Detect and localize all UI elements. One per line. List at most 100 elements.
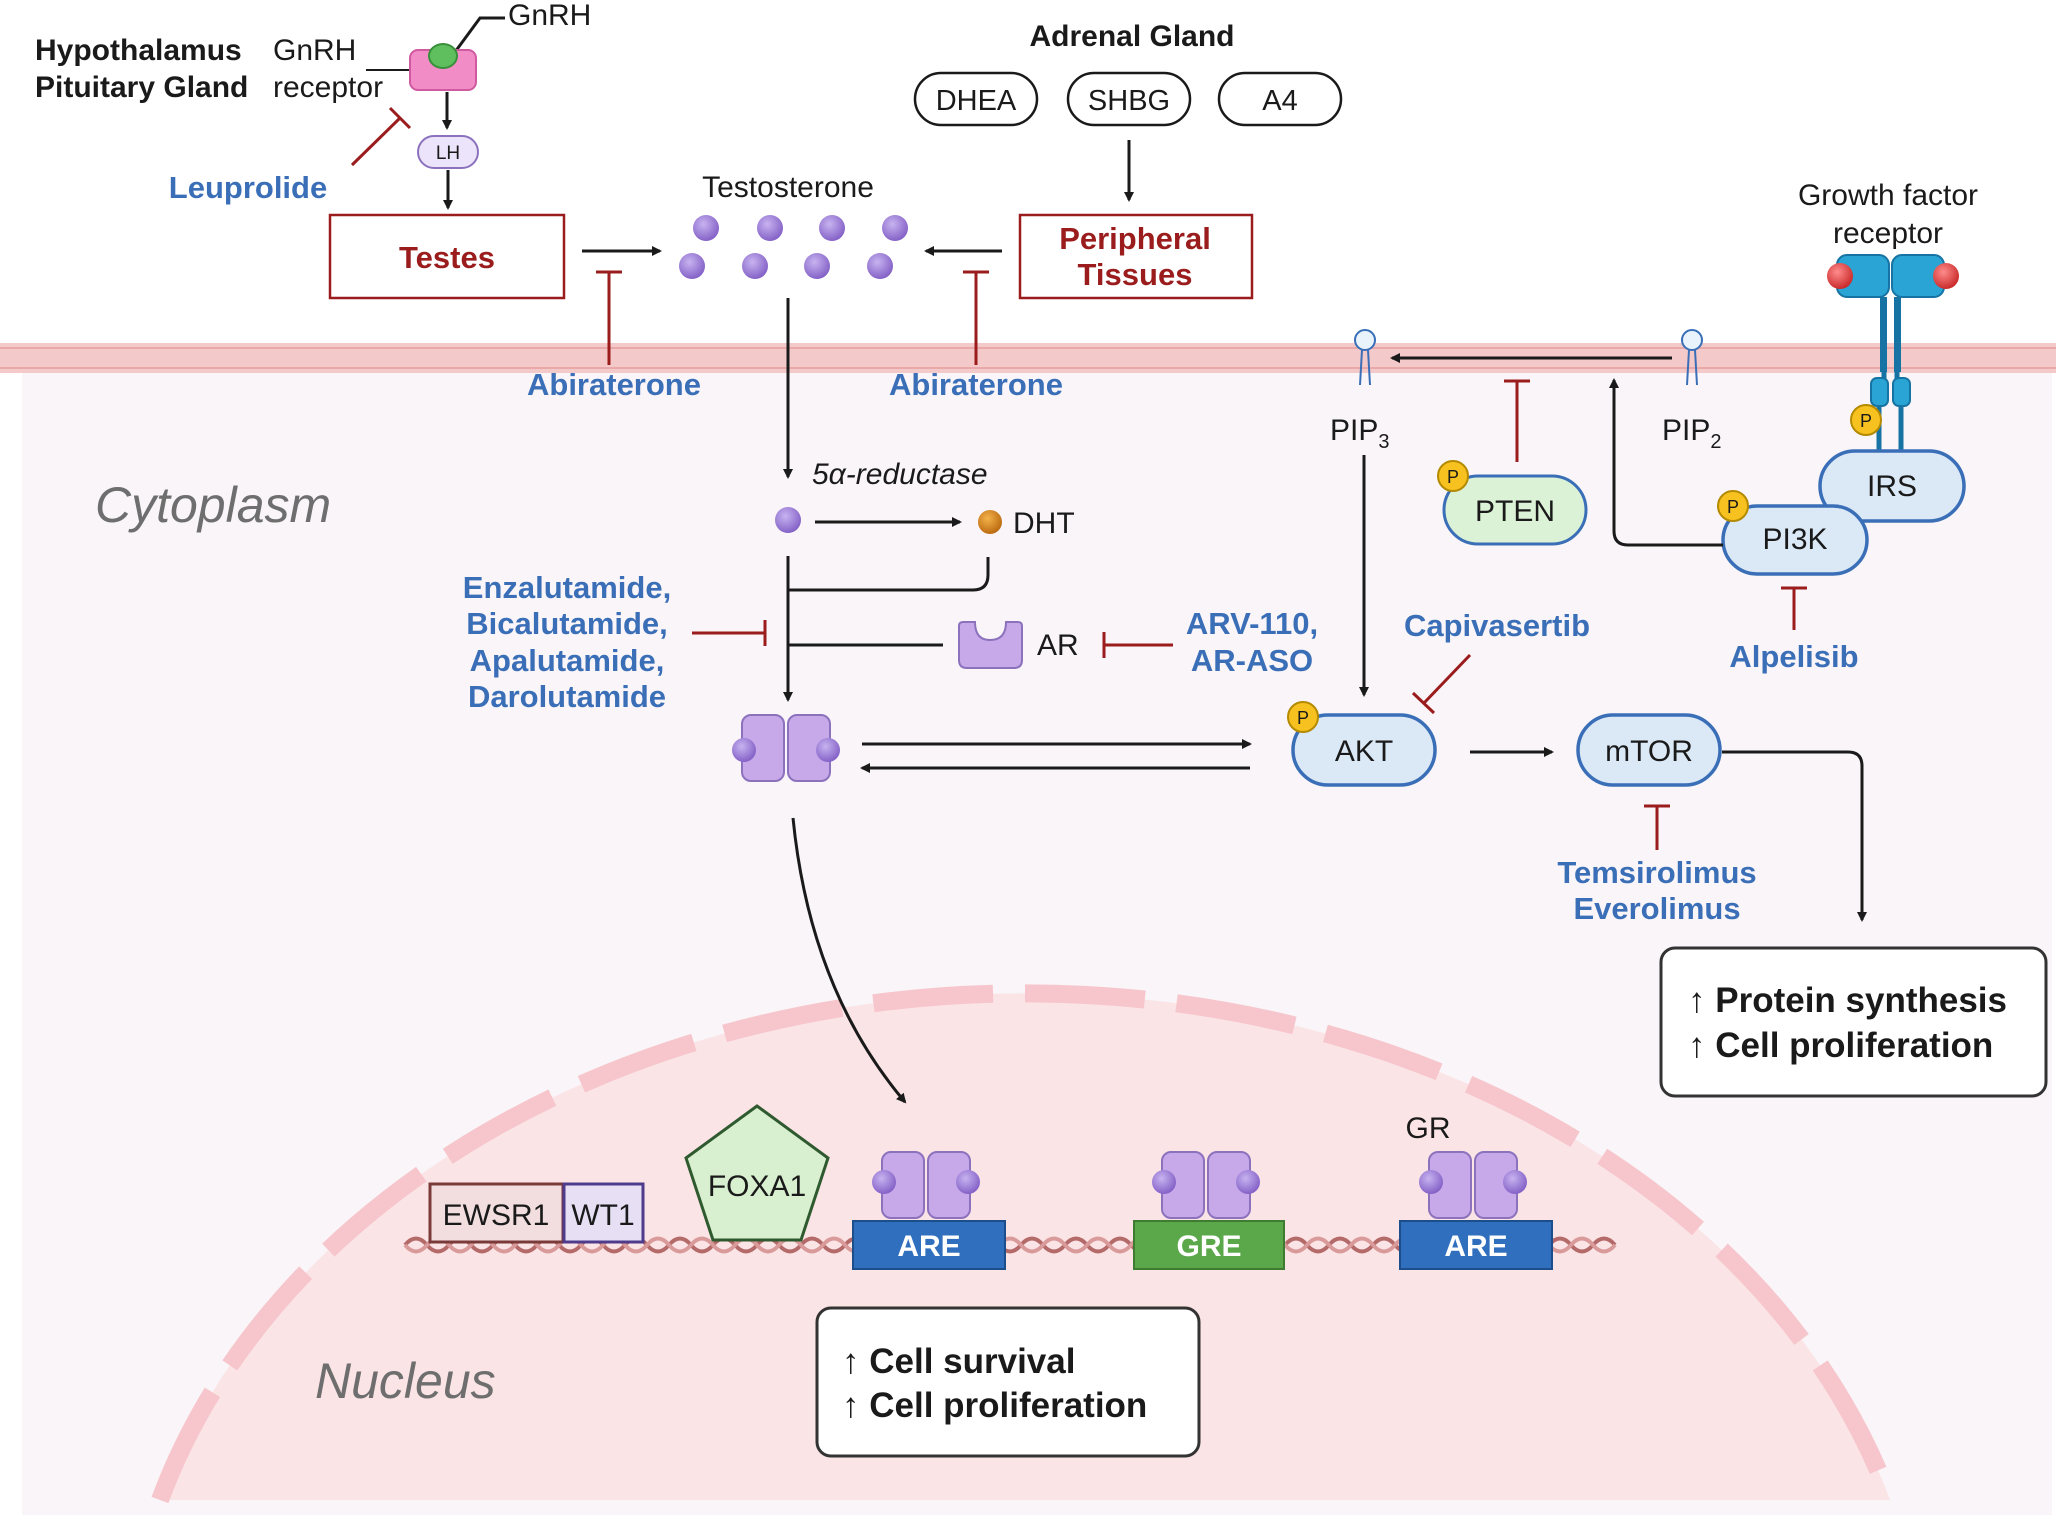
nucleus-label: Nucleus — [315, 1353, 496, 1409]
ar-dimer-cytoplasm — [732, 714, 840, 782]
are-label-2: ARE — [1444, 1230, 1507, 1263]
akt-label: AKT — [1335, 735, 1393, 768]
ar-aso-label: AR-ASO — [1191, 643, 1313, 678]
gnrh-pointer-line — [453, 16, 505, 53]
pi3k-node — [1721, 504, 1869, 576]
ewsr1-label: EWSR1 — [443, 1199, 550, 1232]
gnrh-receptor-label-line2: receptor — [273, 71, 383, 104]
gre-label: GRE — [1176, 1230, 1241, 1263]
protein-synthesis-label: ↑ Protein synthesis — [1688, 981, 2007, 1020]
cytoplasm-label: Cytoplasm — [95, 477, 331, 533]
mtor-node — [1576, 713, 1722, 787]
irs-label: IRS — [1867, 470, 1917, 503]
pip3-lipid-icon — [1354, 329, 1376, 386]
mtor-inhibition — [1644, 804, 1670, 850]
akt-phospho-label: P — [1297, 708, 1309, 728]
foxa1-node — [684, 1104, 830, 1242]
cell-survival-label: ↑ Cell survival — [842, 1342, 1075, 1381]
dht-label: DHT — [1013, 507, 1075, 540]
abiraterone-right-inhibition — [963, 270, 989, 365]
alpelisib-label: Alpelisib — [1729, 639, 1858, 674]
lh-label: LH — [436, 143, 460, 164]
capivasertib-inhibition — [1411, 653, 1472, 715]
mtor-label: mTOR — [1605, 735, 1693, 768]
5a-reductase-label: 5α-reductase — [812, 458, 988, 491]
testosterone-molecules — [679, 215, 908, 279]
antiandrogen-inhibition — [692, 620, 767, 646]
ar-label: AR — [1037, 629, 1079, 662]
a4-node — [1217, 71, 1343, 127]
peripheral-tissues-box — [1018, 213, 1254, 300]
antiandrogen-label-2: Bicalutamide, — [466, 606, 668, 641]
dht-molecule-icon — [978, 510, 1002, 534]
gr-dimer-gre — [1152, 1151, 1260, 1219]
pi3k-phospho-icon — [1717, 490, 1749, 522]
pip2-lipid-icon — [1681, 329, 1703, 386]
pten-label: PTEN — [1475, 495, 1555, 528]
leuprolide-inhibition — [350, 106, 412, 167]
akt-phospho-icon — [1287, 701, 1319, 733]
peripheral-label-line1: Peripheral — [1059, 221, 1211, 256]
nuclear-envelope — [151, 984, 1899, 1504]
dhea-label: DHEA — [936, 85, 1017, 117]
dhea-node — [913, 71, 1039, 127]
testes-label: Testes — [399, 240, 495, 275]
antiandrogen-label-4: Darolutamide — [468, 679, 666, 714]
pten-inhibition — [1504, 379, 1530, 462]
are-element-1 — [852, 1220, 1006, 1270]
nucleus-proliferation-label: ↑ Cell proliferation — [842, 1386, 1147, 1425]
are-label-1: ARE — [897, 1230, 960, 1263]
abiraterone-right-label: Abiraterone — [889, 367, 1063, 402]
leuprolide-label: Leuprolide — [169, 170, 327, 205]
testosterone-label: Testosterone — [702, 171, 874, 204]
akt-node — [1291, 713, 1437, 787]
ewsr1-node — [428, 1182, 565, 1244]
ar-receptor-icon — [958, 621, 1023, 669]
gnrh-ligand-label: GnRH — [508, 0, 591, 32]
pi3k-phospho-label: P — [1727, 497, 1739, 517]
cytoplasm-proliferation-label: ↑ Cell proliferation — [1688, 1026, 1993, 1065]
testosterone-molecule-icon — [775, 507, 801, 533]
capivasertib-label: Capivasertib — [1404, 608, 1590, 643]
everolimus-label: Everolimus — [1573, 891, 1740, 926]
irs-phospho-label: P — [1860, 411, 1872, 431]
ar-degrader-inhibition — [1102, 632, 1173, 658]
pip2-label: PIP2 — [1662, 414, 1721, 453]
nucleus-outcome-box — [815, 1306, 1201, 1458]
gre-element — [1133, 1220, 1285, 1270]
dht-binding-line — [788, 557, 990, 592]
gnrh-ligand-icon — [428, 43, 458, 69]
pten-node — [1442, 474, 1588, 546]
lh-node — [417, 135, 479, 169]
hypothalamus-label: Hypothalamus — [35, 34, 242, 67]
abiraterone-left-label: Abiraterone — [527, 367, 701, 402]
shbg-label: SHBG — [1088, 85, 1170, 117]
pi3k-label: PI3K — [1762, 523, 1827, 556]
growth-factor-label-line1: Growth factor — [1798, 179, 1978, 212]
gr-dimer-are2 — [1419, 1151, 1527, 1219]
pten-phospho-label: P — [1447, 467, 1459, 487]
wt1-node — [562, 1182, 645, 1244]
testes-box — [328, 213, 566, 300]
gnrh-receptor-label-line1: GnRH — [273, 34, 356, 67]
ar-dimer-are1 — [872, 1151, 980, 1219]
peripheral-label-line2: Tissues — [1078, 257, 1193, 292]
pituitary-label: Pituitary Gland — [35, 71, 248, 104]
foxa1-label: FOXA1 — [708, 1170, 806, 1203]
pten-phospho-icon — [1437, 460, 1469, 492]
abiraterone-left-inhibition — [596, 270, 622, 365]
shbg-node — [1066, 71, 1192, 127]
arv-110-label: ARV-110, — [1186, 606, 1318, 641]
temsirolimus-label: Temsirolimus — [1557, 855, 1756, 890]
adrenal-gland-label: Adrenal Gland — [1029, 20, 1234, 53]
cytoplasm-outcome-box — [1659, 946, 2048, 1098]
antiandrogen-label-1: Enzalutamide, — [463, 570, 671, 605]
alpelisib-inhibition — [1781, 586, 1807, 630]
pip3-label: PIP3 — [1330, 414, 1389, 453]
wt1-label: WT1 — [571, 1199, 634, 1232]
gr-label: GR — [1406, 1112, 1451, 1145]
irs-node — [1818, 449, 1966, 523]
are-element-2 — [1399, 1220, 1553, 1270]
growth-factor-receptor-icon — [1827, 254, 1959, 455]
